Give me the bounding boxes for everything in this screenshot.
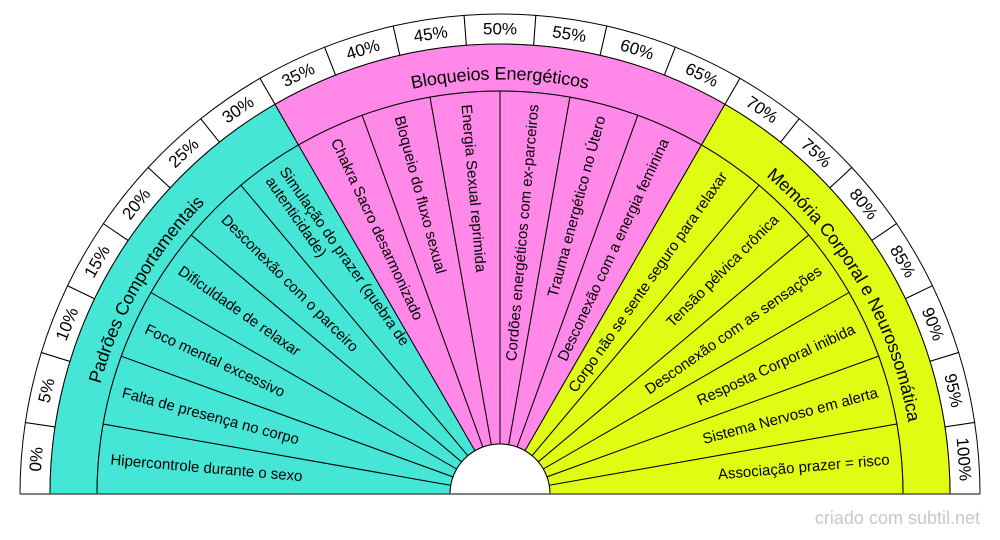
scale-label: 0% — [26, 446, 47, 472]
credit-text: criado com subtil.net — [814, 508, 980, 528]
scale-label: 45% — [412, 22, 448, 46]
percentage-scale: 0%5%10%15%20%25%30%35%40%45%50%55%60%65%… — [19, 13, 981, 495]
scale-label: 100% — [953, 437, 975, 482]
baseline-cover — [0, 494, 1000, 540]
scale-label: 55% — [551, 22, 587, 46]
scale-label: 5% — [35, 376, 59, 404]
scale-label: 50% — [483, 20, 517, 39]
